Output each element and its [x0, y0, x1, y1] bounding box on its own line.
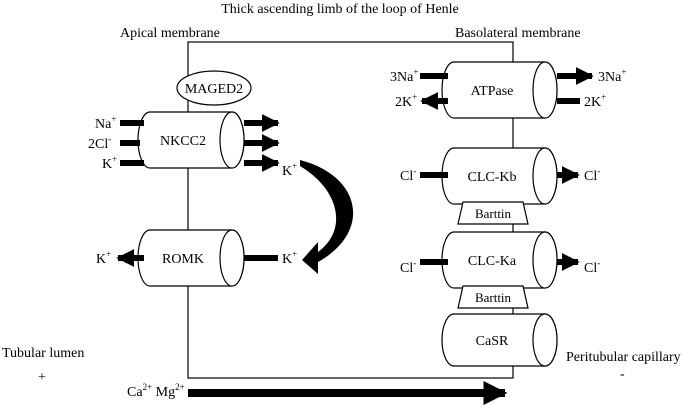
barttin-label: Barttin — [475, 206, 512, 221]
nkcc2-cl-label: 2Cl- — [88, 134, 111, 152]
clc-kb-label: CLC-Kb — [468, 170, 517, 185]
casr-label: CaSR — [476, 334, 509, 349]
peritubular-charge-label: - — [620, 367, 625, 382]
barttin-label-2: Barttin — [475, 290, 512, 305]
maged2-protein: MAGED2 — [176, 70, 252, 106]
nkcc2-label: NKCC2 — [160, 134, 206, 149]
atpase-na-out-label: 3Na+ — [598, 67, 626, 85]
peritubular-capillary-label: Peritubular capillary — [566, 350, 681, 365]
divalent-cations-label: Ca2+ Mg2+ — [127, 382, 185, 400]
clc-kb-cl-out-label: Cl- — [584, 166, 600, 184]
clc-ka-cl-in-label: Cl- — [400, 258, 416, 276]
intracellular-k-label: K+ — [282, 161, 297, 179]
clc-kb-channel: CLC-Kb — [441, 147, 558, 205]
clc-ka-channel: CLC-Ka — [441, 231, 558, 289]
atpase-pump: ATPase — [441, 61, 558, 119]
lumen-charge-label: + — [38, 370, 46, 385]
maged2-label: MAGED2 — [185, 82, 243, 97]
nkcc2-k-label: K+ — [102, 154, 117, 172]
atpase-label: ATPase — [471, 84, 514, 99]
clc-kb-cl-in-label: Cl- — [400, 166, 416, 184]
nkcc2-transporter: NKCC2 — [137, 111, 245, 169]
atpase-na-in-label: 3Na+ — [390, 67, 418, 85]
romk-channel: ROMK — [137, 229, 245, 287]
diagram-title: Thick ascending limb of the loop of Henl… — [221, 2, 459, 17]
k-recycling-arrow — [300, 160, 354, 274]
atpase-k-out-label: 2K+ — [395, 92, 417, 110]
barttin-subunit: Barttin — [457, 201, 529, 225]
romk-label: ROMK — [162, 252, 204, 267]
clc-ka-cl-out-label: Cl- — [584, 258, 600, 276]
basolateral-membrane-label: Basolateral membrane — [455, 26, 581, 41]
atpase-k-in-label: 2K+ — [584, 92, 606, 110]
casr-receptor: CaSR — [441, 313, 558, 367]
nkcc2-na-label: Na+ — [95, 114, 116, 132]
apical-membrane-label: Apical membrane — [120, 26, 220, 41]
tubular-lumen-label: Tubular lumen — [2, 346, 84, 361]
barttin-subunit-2: Barttin — [457, 285, 529, 309]
romk-k-out-label: K+ — [96, 249, 111, 267]
clc-ka-label: CLC-Ka — [468, 254, 517, 269]
romk-k-in-label: K+ — [282, 249, 297, 267]
